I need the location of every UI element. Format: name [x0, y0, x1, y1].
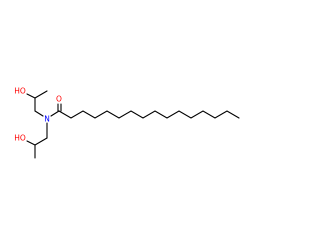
- bond-lower-ch2-choh: [34, 137, 48, 146]
- atom-label-layer: HO N O HO: [14, 87, 62, 143]
- chemical-structure-diagram: HO N O HO: [0, 0, 250, 250]
- bond-upper-choh-oh: [26, 93, 36, 99]
- bond-layer: [26, 90, 240, 159]
- upper-hydroxyl-label: HO: [14, 87, 26, 96]
- diagram-background: [0, 0, 250, 250]
- bond-n-carbonyl: [50, 110, 60, 117]
- bond-lower-choh-oh: [26, 140, 36, 146]
- lower-hydroxyl-label: HO: [14, 134, 26, 143]
- carbonyl-oxygen-label: O: [56, 95, 62, 104]
- bond-alkyl-chain: [58, 110, 240, 119]
- amide-nitrogen-label: N: [44, 115, 50, 124]
- bond-upper-methyl: [34, 90, 48, 99]
- bond-upper-ch2-n: [34, 110, 44, 117]
